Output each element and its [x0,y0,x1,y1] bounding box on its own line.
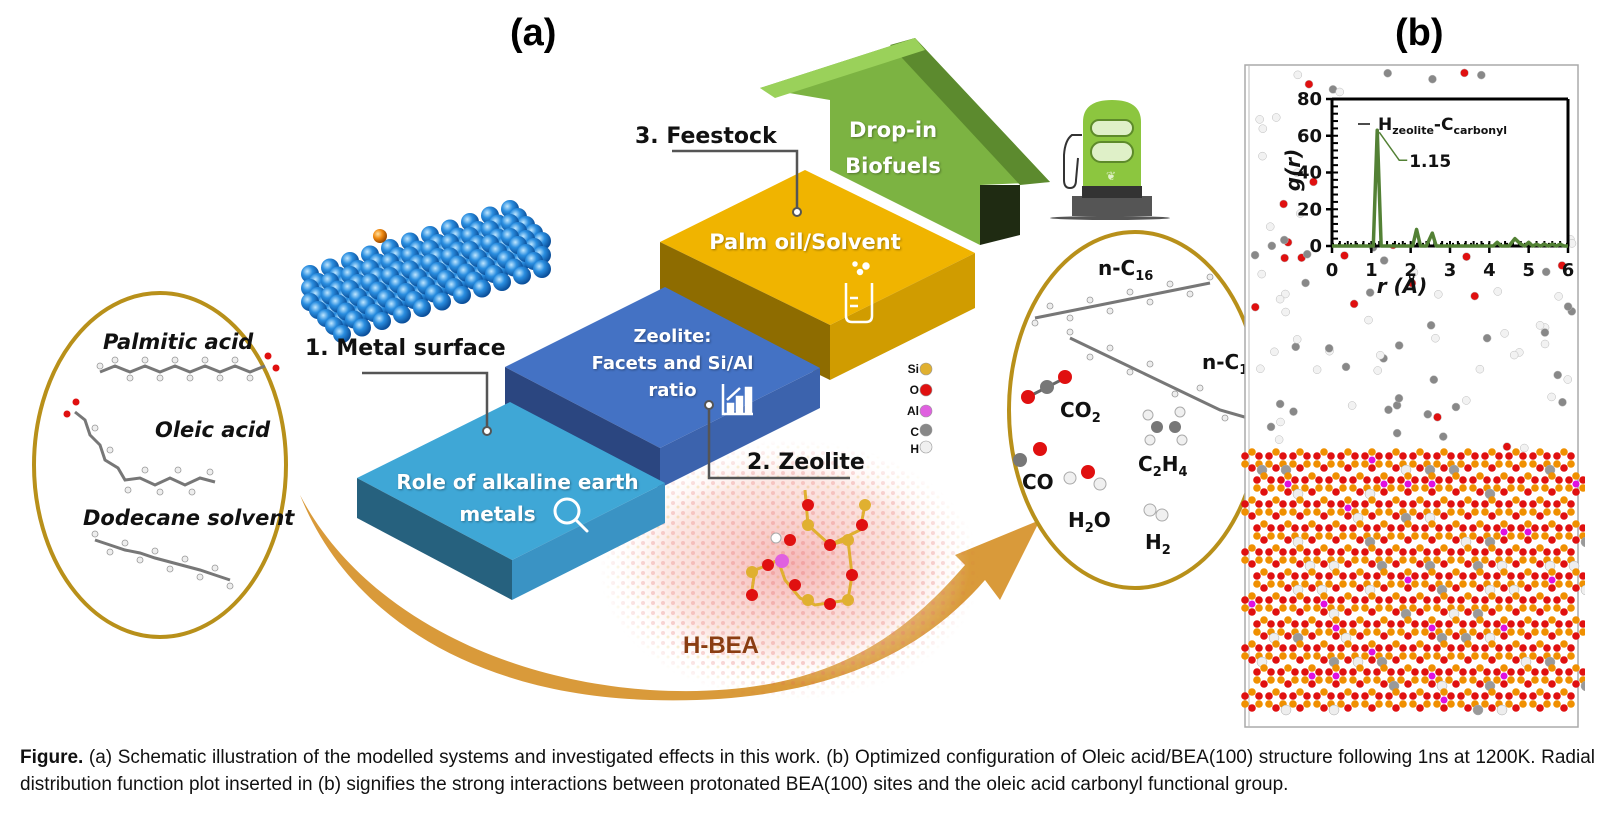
step-alkaline-earth [357,402,665,600]
bar-chart-icon [721,384,753,416]
atom-ball-o [919,383,933,397]
product-c2h4: C2H4 [1138,452,1188,480]
co2-molecule [1021,370,1072,404]
zeolite-slab-atoms [1241,68,1585,716]
atom-legend: Si O Al C H [895,362,919,459]
h2o-molecule [1063,465,1107,491]
x-tick-label: 0 [1326,260,1339,281]
rdf-inset-chart: 0 20 40 60 80 0 1 2 3 4 5 6 g(r) r (Å) Hzeolite-Cca… [1281,89,1575,298]
product-h2o: H2O [1068,508,1111,536]
x-tick-label: 2 [1404,260,1417,281]
chart-legend: Hzeolite-Ccarbonyl [1358,115,1507,137]
step-zeolite-text: Zeolite: Facets and Si/Al ratio [560,323,785,404]
atom-legend-si: Si [907,362,919,376]
step-palm-oil [660,170,975,380]
chart-plot-area [1332,99,1568,246]
product-n-c16: n-C16 [1098,256,1154,284]
c2h4-molecule [1142,406,1188,446]
metal-slab-icon [301,200,551,343]
step-zeolite [505,287,820,488]
arrow-biofuels-text: Drop-in Biofuels [828,112,958,184]
atom-ball-h [919,440,933,454]
x-tick-label: 6 [1562,260,1575,281]
figure-caption: Figure. (a) Schematic illustration of th… [20,744,1595,798]
callout-lines [362,149,850,480]
caption-text: (a) Schematic illustration of the modell… [20,747,1595,795]
step1-line1: Role of alkaline earth [396,470,639,494]
panel-a-label: (a) [510,12,557,54]
h2-molecule [1143,503,1169,522]
step2-line1: Zeolite: [633,326,712,347]
y-tick-label: 60 [1297,126,1322,147]
svg-text:❦: ❦ [1106,169,1116,183]
atom-legend-o: O [909,383,919,397]
atom-legend-c: C [910,425,919,439]
beaker-icon [844,261,874,324]
dodecane-label: Dodecane solvent [83,506,295,530]
callout-dot-feedstock [792,207,802,217]
h-bea-label: H-BEA [683,632,759,659]
step2-line3: ratio [648,380,697,401]
x-tick-label: 1 [1365,260,1378,281]
x-axis-title: r (Å) [1377,274,1428,298]
n-c18-molecule [1066,328,1256,422]
callout-zeolite: 2. Zeolite [747,450,865,475]
biofuels-arrow [760,38,1050,245]
step2-line2: Facets and Si/Al [591,353,754,374]
y-axis-title: g(r) [1281,149,1305,191]
panel-b-label: (b) [1395,12,1444,54]
y-tick-label: 0 [1309,236,1322,257]
oleic-acid-label: Oleic acid [155,418,271,442]
palmitic-acid-molecule [96,352,280,382]
palmitic-acid-label: Palmitic acid [103,330,254,354]
x-tick-label: 5 [1522,260,1535,281]
panel-a-schematic: ❦ [32,38,1263,701]
callout-dot-zeolite [704,400,714,410]
atom-ball-c [919,423,933,437]
callout-dot-metal [482,426,492,436]
magnifier-icon [553,497,589,533]
atom-legend-balls [919,362,933,454]
product-co: CO [1022,470,1054,494]
step1-line2: metals [459,502,536,526]
oleic-acid-molecule [63,398,216,496]
arrow-line1: Drop-in [848,118,938,142]
callout-metal-surface: 1. Metal surface [305,336,506,361]
atom-ball-si [919,362,933,376]
caption-lead: Figure. [20,747,84,768]
atom-legend-al: Al [907,404,919,418]
callout-feedstock: 3. Feestock [635,124,777,149]
arrow-line2: Biofuels [845,154,941,178]
step-palm-oil-text: Palm oil/Solvent [709,230,901,254]
x-tick-label: 4 [1483,260,1496,281]
x-tick-label: 3 [1444,260,1457,281]
y-tick-label: 40 [1297,163,1322,184]
product-h2: H2 [1145,530,1171,558]
product-co2: CO2 [1060,398,1101,426]
adatom [373,229,387,243]
y-tick-label: 20 [1297,199,1322,220]
atom-ball-al [919,404,933,418]
co-molecule [1013,442,1047,467]
annotation-leader [1378,131,1408,161]
y-tick-label: 80 [1297,89,1322,110]
peak-annotation-label: 1.15 [1409,152,1451,172]
n-c16-molecule [1031,273,1214,327]
step-alkaline-earth-text: Role of alkaline earth metals [375,466,660,530]
dodecane-molecule [91,530,234,590]
fuel-pump-icon: ❦ [1050,100,1170,220]
legend-label: Hzeolite-Ccarbonyl [1378,115,1507,137]
atom-legend-h: H [910,442,919,456]
